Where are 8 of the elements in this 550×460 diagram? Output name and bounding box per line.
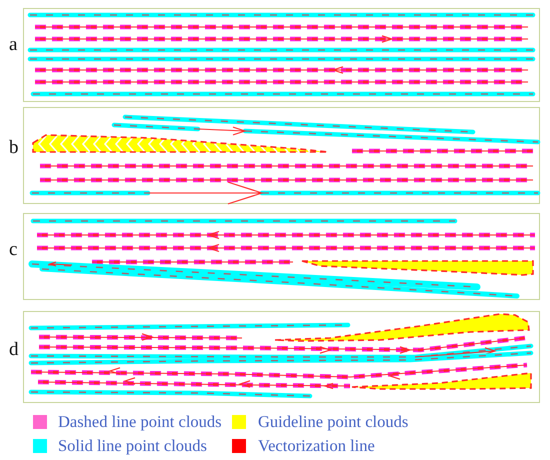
panel-letter: d xyxy=(9,340,18,360)
panel-letter: a xyxy=(9,35,18,55)
panel-letter: c xyxy=(9,240,18,260)
legend-label: Vectorization line xyxy=(258,436,375,456)
legend-label: Solid line point clouds xyxy=(58,436,207,456)
panel-letter: b xyxy=(9,138,18,158)
legend-label: Guideline point clouds xyxy=(258,412,408,432)
legend-label: Dashed line point clouds xyxy=(58,412,222,432)
